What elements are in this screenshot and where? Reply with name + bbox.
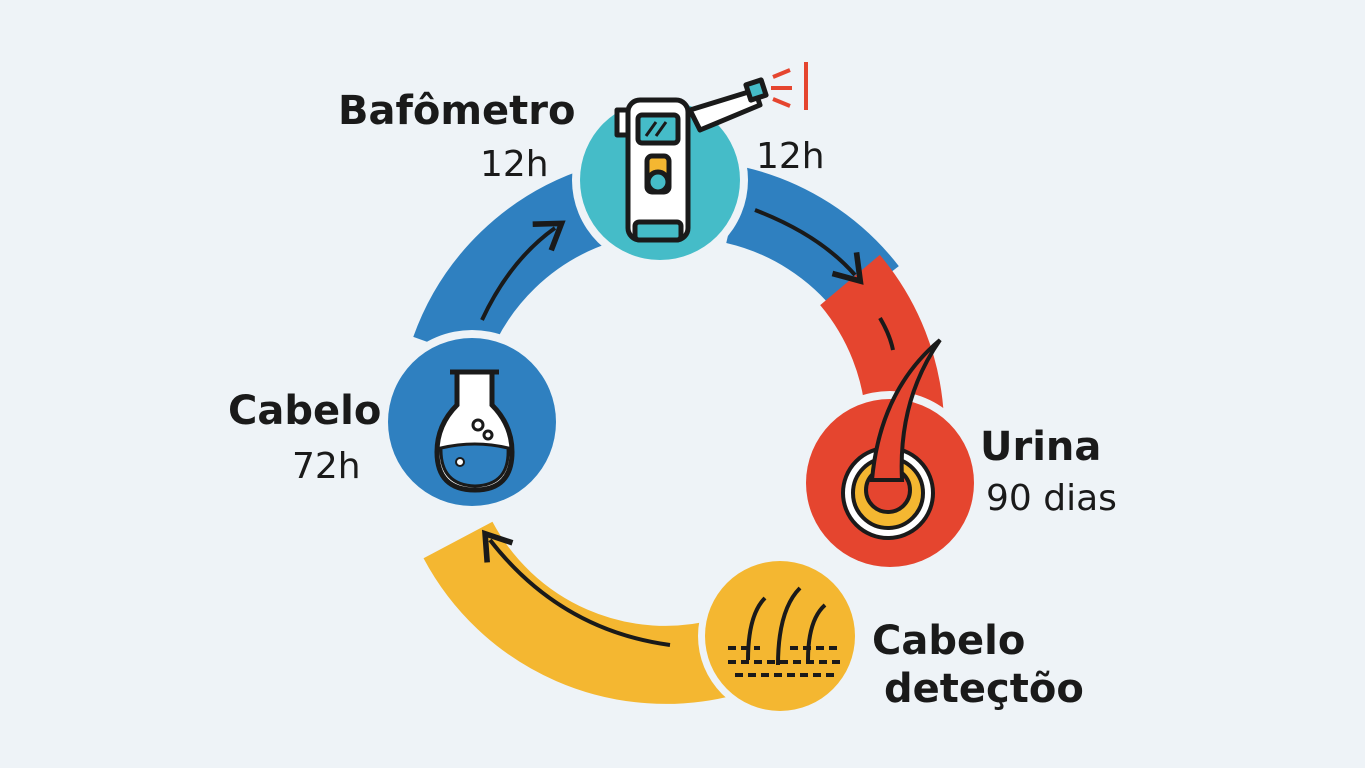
node-breathalyzer (572, 62, 808, 268)
top-node-right-value: 12h (756, 136, 825, 177)
node-hair (698, 554, 862, 718)
bottom-node-title: Cabelo (872, 618, 1026, 664)
hair-strands-icon (728, 586, 840, 677)
arrow-upper-left (480, 220, 566, 321)
right-node-value: 90 dias (986, 478, 1117, 519)
breathalyzer-icon (614, 77, 769, 243)
flask-icon (434, 369, 515, 493)
breath-lines-icon (771, 62, 808, 110)
node-flask (380, 330, 564, 514)
top-node-left-value: 12h (480, 144, 549, 185)
arrow-bottom (481, 529, 671, 647)
node-follicle (798, 338, 982, 575)
arrow-red (878, 316, 895, 351)
arc-blue-right (725, 166, 899, 315)
arrow-upper-right (754, 208, 864, 285)
hair-follicle-icon (841, 338, 942, 540)
top-node-title: Bafômetro (338, 88, 576, 134)
right-node-title: Urina (980, 424, 1102, 470)
bottom-node-subtitle: deteçtõo (884, 666, 1084, 712)
arc-yellow (423, 521, 736, 704)
left-node-value: 72h (292, 446, 361, 487)
left-node-title: Cabelo (228, 388, 382, 434)
arc-blue-left (413, 167, 613, 364)
